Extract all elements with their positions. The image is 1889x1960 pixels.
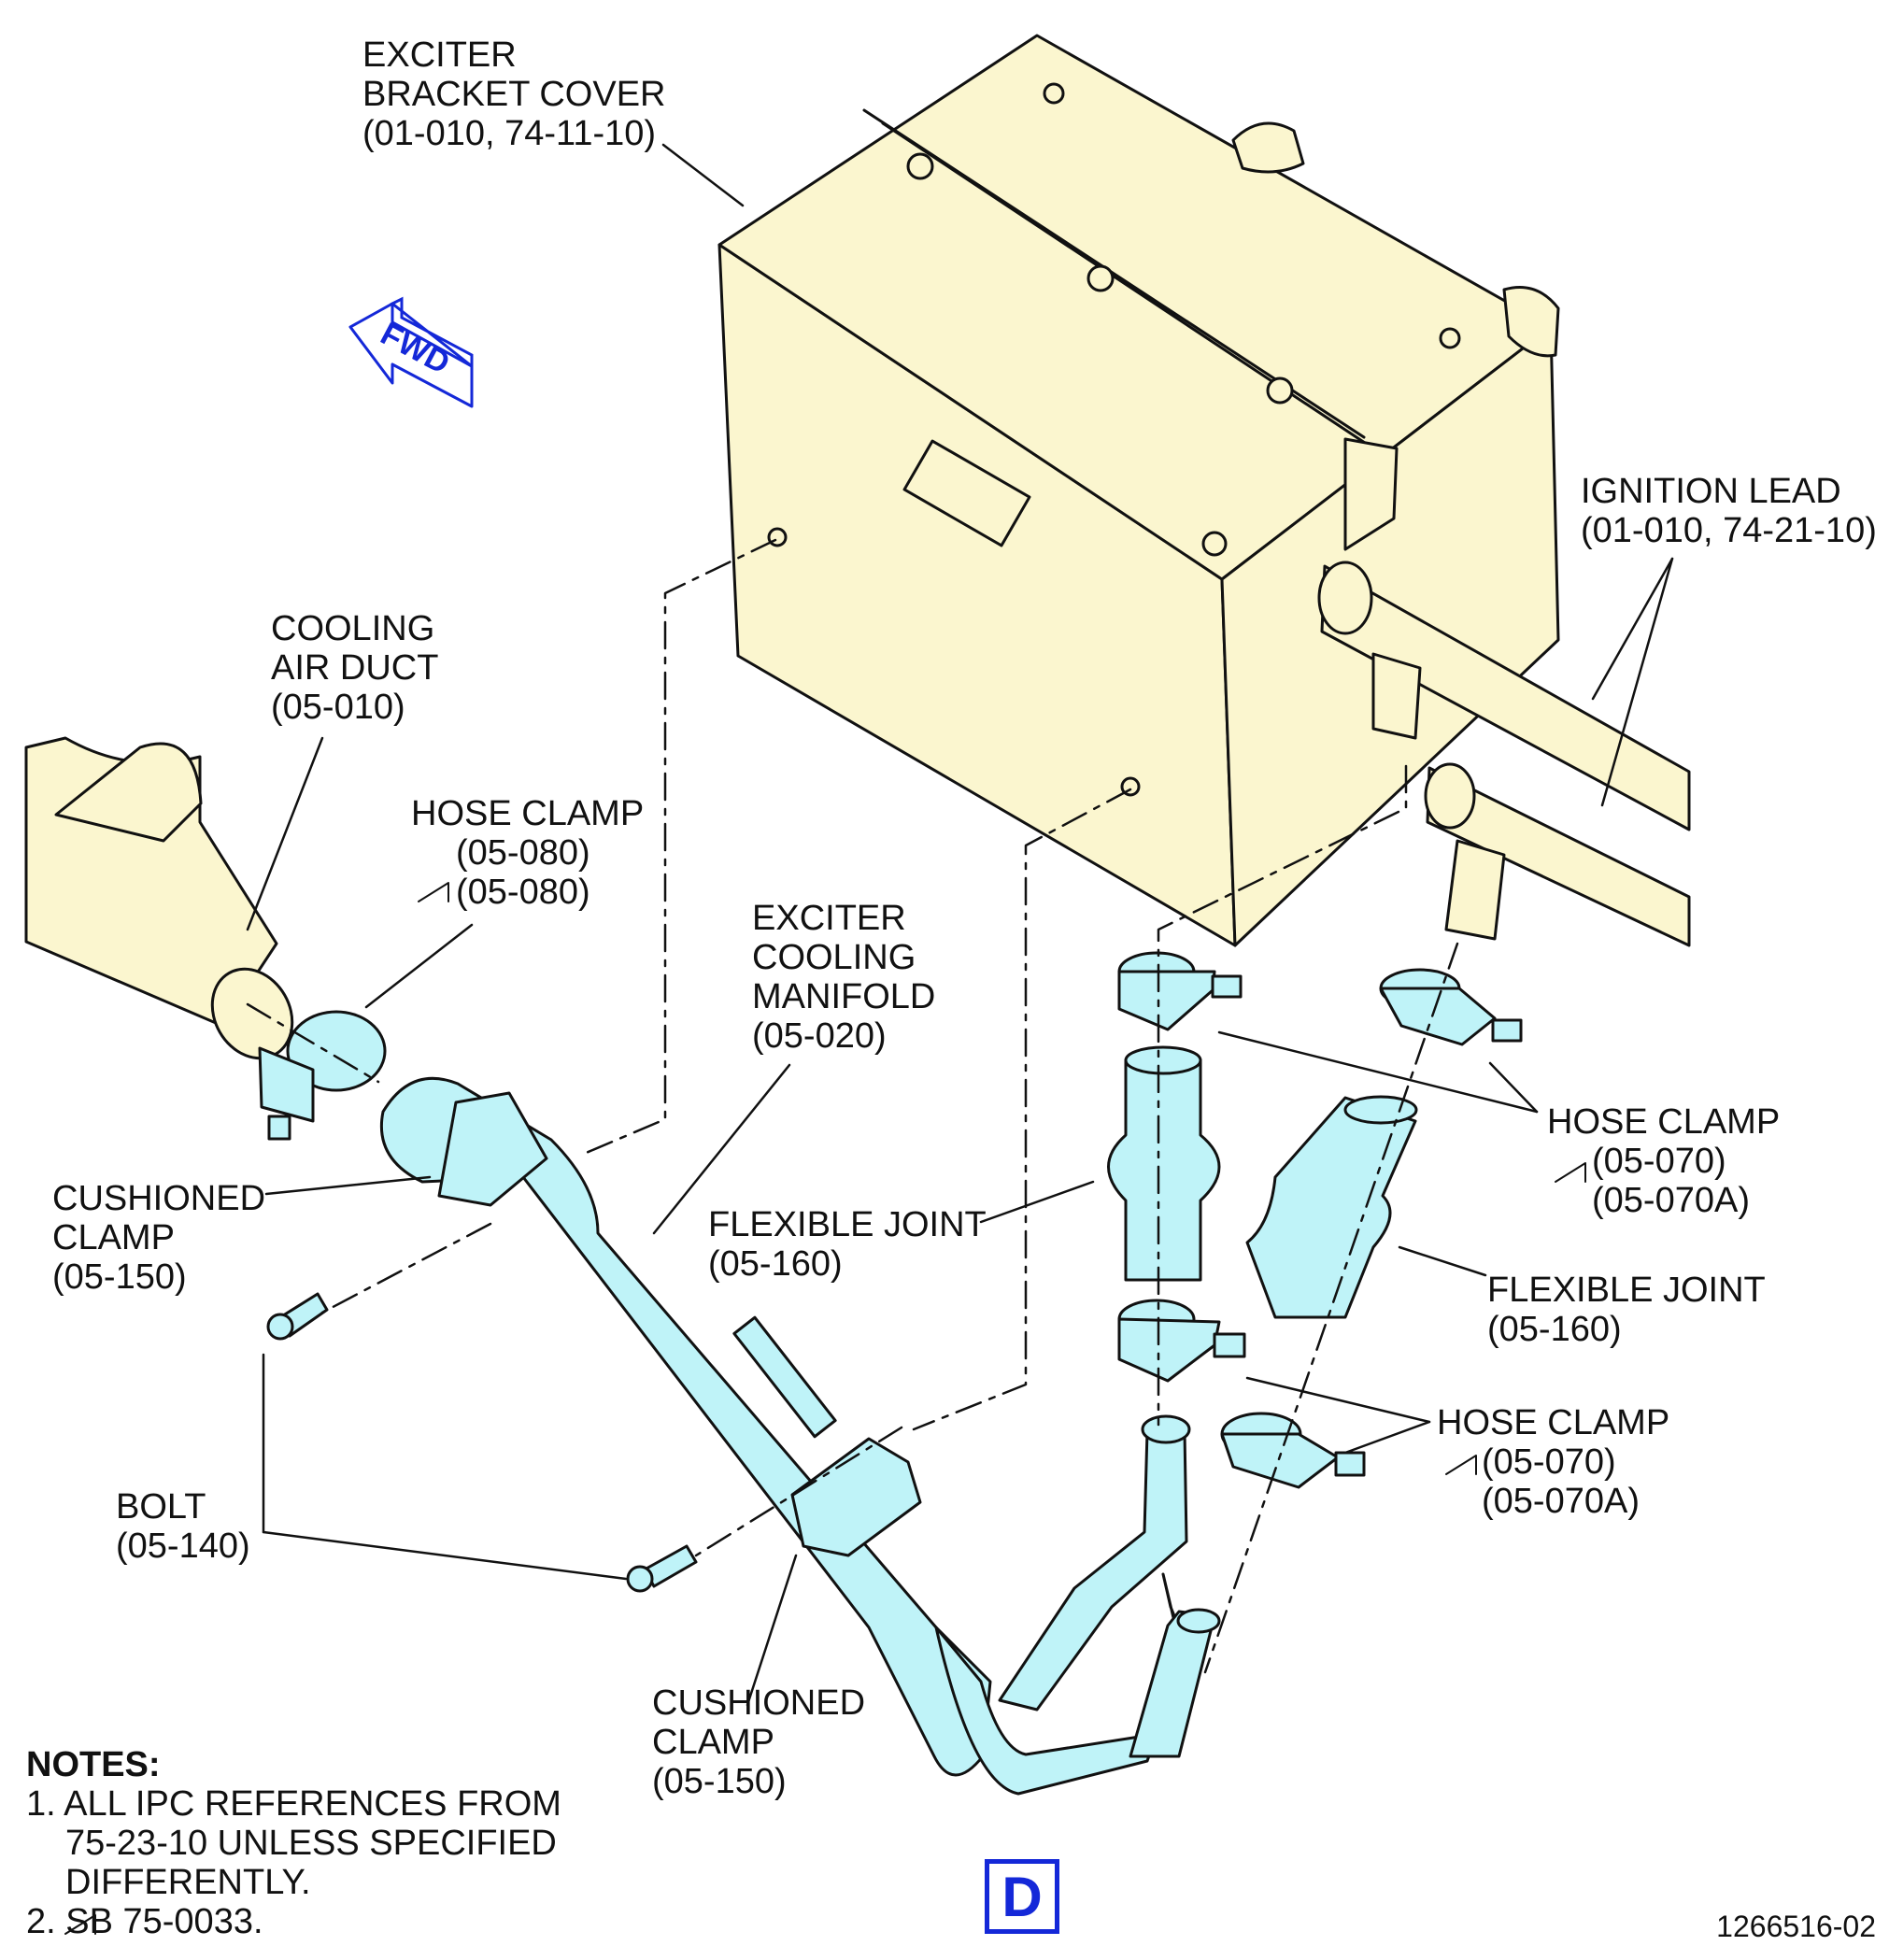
ignition-lead-end <box>1424 762 1476 830</box>
flexible-joint-right <box>1245 1096 1417 1319</box>
leader-hose-clamp-070-low <box>1343 1420 1431 1455</box>
exciter-bolt-head <box>906 152 934 180</box>
hose-clamp-080-body <box>258 1046 315 1123</box>
hose-clamp-070-d-body <box>1220 1432 1340 1489</box>
hose-clamp-070-b-body <box>1379 987 1497 1046</box>
label-hose-clamp-070-upper: HOSE CLAMP (05-070) (05-070A) <box>1547 1102 1781 1220</box>
label-exciter-cooling-manifold: EXCITER COOLING MANIFOLD (05-020) <box>752 899 936 1056</box>
flexible-joint-left <box>1107 1058 1221 1282</box>
leader-cushioned-lower <box>746 1554 798 1707</box>
leader-flex-joint-right <box>1398 1245 1487 1277</box>
flexible-joints <box>1107 1045 1418 1319</box>
assembly-line <box>582 538 777 1156</box>
exciter-boss <box>1502 286 1560 358</box>
leader-manifold <box>652 1063 791 1235</box>
leader-hose-clamp-070-low <box>1245 1376 1431 1424</box>
hose-clamp-070-d-nut <box>1334 1451 1366 1477</box>
fwd-arrow-icon: FWD <box>348 296 474 408</box>
bolt-lower-head <box>626 1565 654 1593</box>
hose-clamp-070-b-nut <box>1491 1018 1523 1043</box>
ignition-leads <box>1317 561 1691 947</box>
leader-ignition-lead <box>1591 557 1674 701</box>
label-exciter-bracket-cover: EXCITER BRACKET COVER (01-010, 74-11-10) <box>362 36 666 153</box>
cooling-air-duct <box>24 736 294 1060</box>
figure-number: 1266516-02 <box>1716 1910 1876 1943</box>
assembly-line <box>320 1222 492 1314</box>
exciter-boss <box>1231 121 1305 174</box>
hose-clamp-070-a-body <box>1117 970 1216 1031</box>
ignition-lead-elbow <box>1371 652 1422 740</box>
manifold-inlet <box>1176 1608 1221 1634</box>
leader-hose-clamp-070-up <box>1488 1061 1539 1114</box>
effectivity-triangles <box>64 882 1586 1935</box>
sb-triangle-icon <box>64 1914 96 1935</box>
exciter-bolt-head <box>1266 376 1294 405</box>
label-bolt: BOLT (05-140) <box>116 1487 250 1566</box>
bolts <box>266 1292 698 1593</box>
leader-cooling-duct <box>246 736 324 931</box>
leader-hose-clamp-070-up <box>1217 1030 1539 1114</box>
label-hose-clamp-080: HOSE CLAMP (05-080) (05-080) <box>411 794 645 912</box>
label-cushioned-clamp-lower: CUSHIONED CLAMP (05-150) <box>652 1683 866 1801</box>
leader-flex-joint-left <box>979 1180 1095 1224</box>
sb-triangle-icon <box>1445 1455 1477 1475</box>
note-item-1-line-2: 75-23-10 UNLESS SPECIFIED <box>65 1824 557 1863</box>
duct-branch <box>54 742 203 843</box>
hose-clamp-080-part <box>258 1010 387 1141</box>
view-letter-box: D <box>985 1859 1059 1934</box>
note-item-2: 2. SB 75-0033. <box>26 1902 263 1941</box>
assembly-line <box>1157 764 1408 1427</box>
assembly-line <box>694 1426 903 1557</box>
label-cooling-air-duct: COOLING AIR DUCT (05-010) <box>271 609 439 727</box>
exciter-bolt-head <box>1087 264 1115 292</box>
cushioned-clamps <box>437 1091 922 1557</box>
exciter-mount-hole <box>1043 82 1065 105</box>
exciter-flange <box>1343 437 1399 551</box>
leader-lines <box>246 143 1674 1707</box>
cooling-manifold <box>379 1076 1221 1796</box>
flexible-joint-right-top <box>1343 1095 1418 1125</box>
leader-cushioned-upper <box>264 1175 432 1196</box>
ignition-lead-end <box>1317 561 1373 635</box>
assembly-line <box>246 1002 380 1084</box>
leader-exciter-cover <box>661 143 745 207</box>
exciter-mount-hole <box>1439 327 1461 349</box>
exciter-nameplate <box>902 439 1031 547</box>
manifold-tube <box>379 1076 992 1777</box>
bolt-upper-head <box>266 1313 294 1341</box>
leader-bolt <box>262 1530 628 1581</box>
hose-clamp-070-c-nut <box>1213 1332 1246 1358</box>
hose-clamp-070-a-nut <box>1211 974 1243 999</box>
manifold-slot <box>732 1315 837 1439</box>
notes-title: NOTES: <box>26 1745 161 1784</box>
flexible-joint-left-top <box>1124 1045 1202 1075</box>
label-cushioned-clamp-upper: CUSHIONED CLAMP (05-150) <box>52 1179 266 1297</box>
note-item-1-line-3: DIFFERENTLY. <box>65 1863 311 1902</box>
manifold-inlet <box>1141 1414 1191 1444</box>
cushioned-clamp-lower <box>790 1437 922 1557</box>
assembly-line <box>1203 942 1459 1674</box>
label-hose-clamp-070-lower: HOSE CLAMP (05-070) (05-070A) <box>1437 1403 1670 1521</box>
leader-ignition-lead <box>1600 557 1674 807</box>
assembly-lines <box>246 538 1459 1674</box>
manifold-bend <box>934 1626 1190 1796</box>
label-flexible-joint-left: FLEXIBLE JOINT (05-160) <box>708 1205 987 1284</box>
label-flexible-joint-right: FLEXIBLE JOINT (05-160) <box>1487 1271 1766 1349</box>
cushioned-clamp-upper <box>437 1091 548 1207</box>
ignition-lead-elbow <box>1444 839 1506 941</box>
exciter-corner-screw <box>1201 531 1228 557</box>
sb-triangle-icon <box>1555 1162 1586 1183</box>
sb-triangle-icon <box>418 882 449 902</box>
leader-hose-clamp-080 <box>364 923 474 1009</box>
notes-block: NOTES: 1. ALL IPC REFERENCES FROM 75-23-… <box>26 1745 561 1941</box>
note-item-1: 1. ALL IPC REFERENCES FROM <box>26 1784 561 1824</box>
view-letter: D <box>1001 1865 1043 1928</box>
assembly-line <box>912 788 1132 1431</box>
label-ignition-lead: IGNITION LEAD (01-010, 74-21-10) <box>1581 472 1877 550</box>
hose-clamp-080-nut <box>267 1115 291 1141</box>
hose-clamp-070-c-body <box>1117 1317 1221 1383</box>
